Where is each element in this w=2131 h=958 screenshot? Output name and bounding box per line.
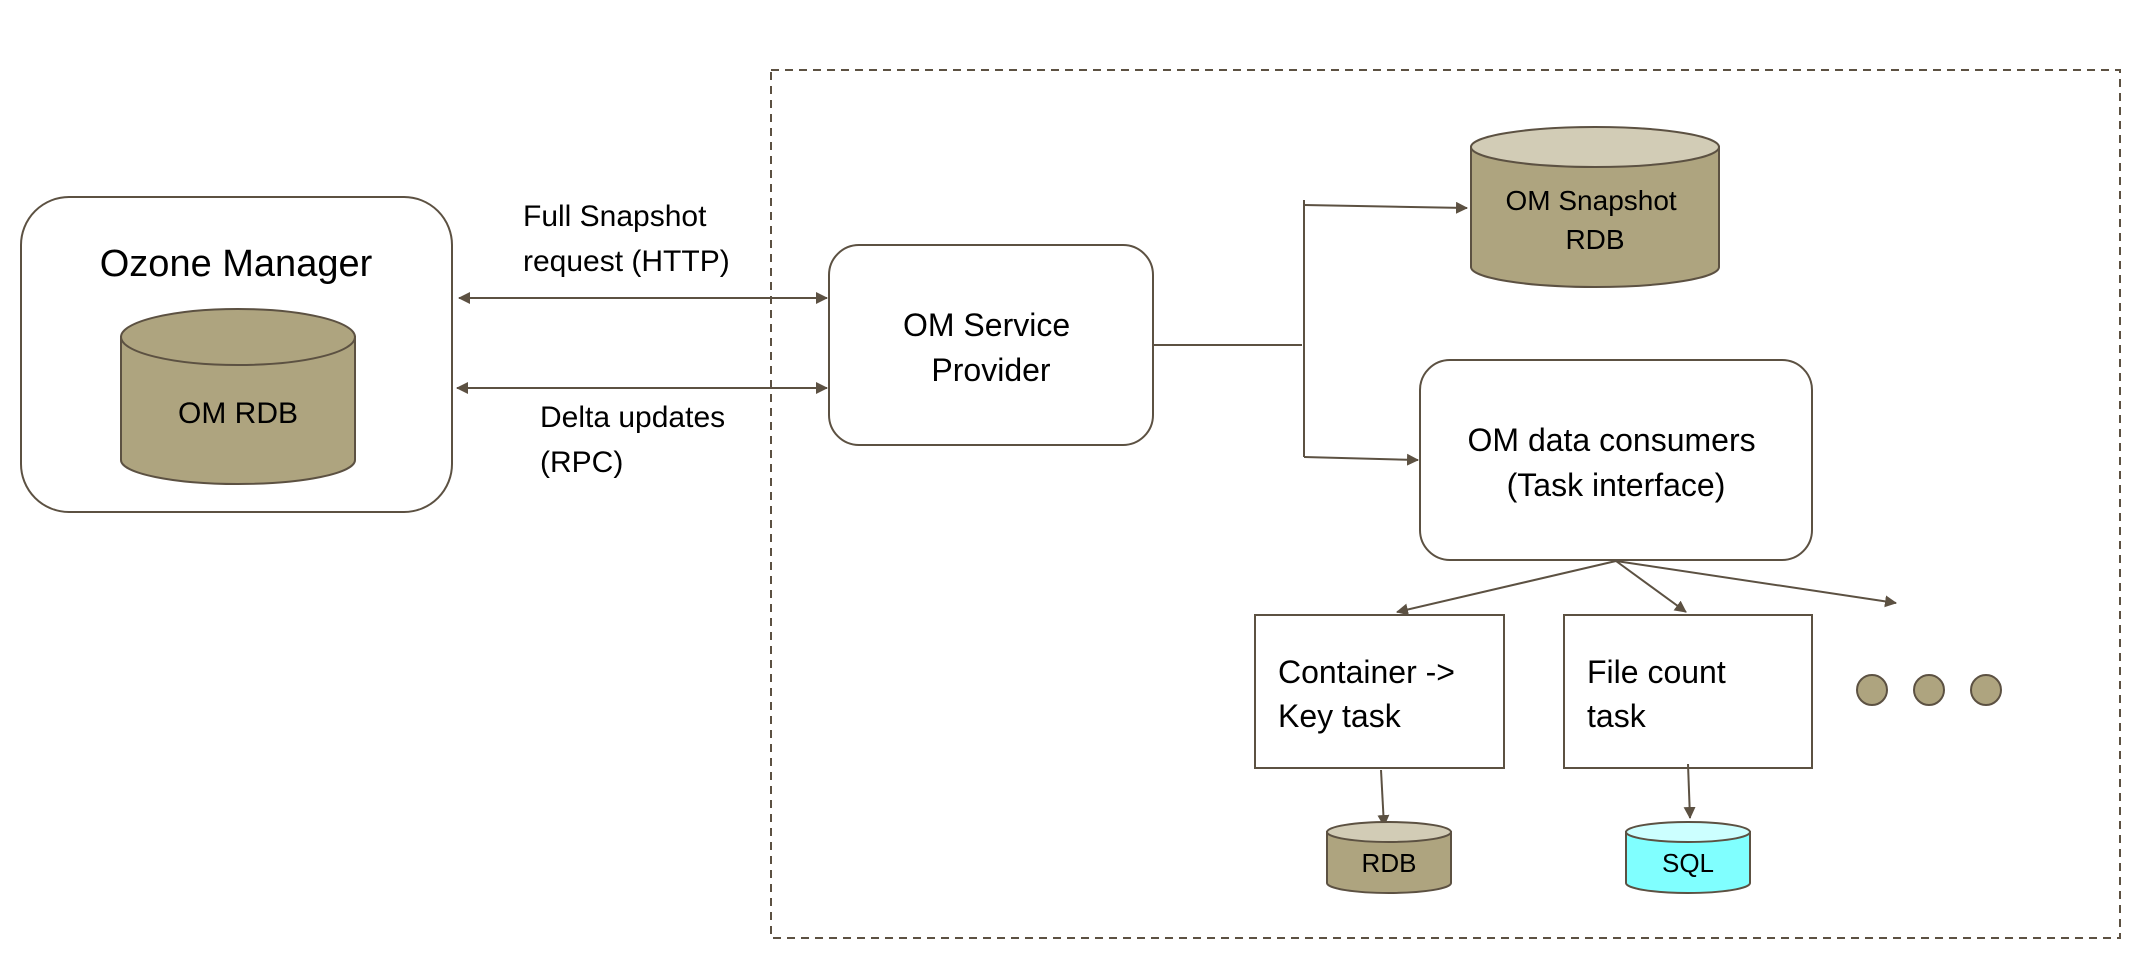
om-rdb-label: OM RDB [178,397,298,430]
om-snapshot-rdb-label-line: RDB [1565,224,1624,255]
full-snapshot-label: Full Snapshot request (HTTP) [523,200,730,278]
delta-updates-label-line: (RPC) [540,446,623,479]
delta-updates-label-line: Delta updates [540,401,725,434]
rdb-store-label: RDB [1362,848,1417,878]
full-snapshot-label-line: Full Snapshot [523,200,707,233]
rdb-db-icon: RDB [1326,821,1452,894]
recon-boundary [770,69,2121,939]
om-snapshot-rdb-label: OM Snapshot RDB [1506,185,1685,255]
full-snapshot-link: Full Snapshot request (HTTP) [458,200,828,304]
delta-updates-label: Delta updates (RPC) [540,401,733,479]
om-data-consumers-label-line: (Task interface) [1507,467,1726,503]
container-key-task-label-line: Container -> [1278,654,1455,690]
sql-db-icon: SQL [1625,821,1751,894]
file-count-task-label-line: task [1587,698,1647,734]
ellipsis-dots-icon [1856,674,2002,706]
ozone-manager-node: Ozone Manager OM RDB [20,196,453,513]
om-service-provider-label-line: OM Service [903,307,1070,343]
file-count-task-label-line: File count [1587,654,1726,690]
om-data-consumers-label-line: OM data consumers [1468,422,1756,458]
provider-fanout-connector [1153,200,1468,466]
om-snapshot-rdb-db-icon: OM Snapshot RDB [1470,126,1720,288]
om-rdb-db-icon: OM RDB [120,308,356,485]
om-data-consumers-label: OM data consumers (Task interface) [1468,422,1765,503]
container-key-task-label-line: Key task [1278,698,1402,734]
container-task-to-rdb-arrow [1377,769,1390,827]
consumer-branch-arrows [1396,560,1897,616]
om-service-provider-label-line: Provider [931,352,1051,388]
om-data-consumers-node: OM data consumers (Task interface) [1419,359,1813,561]
sql-store-label: SQL [1662,848,1714,878]
ozone-manager-title: Ozone Manager [100,243,373,285]
om-service-provider-label: OM Service Provider [903,307,1079,388]
container-key-task-label: Container -> Key task [1278,654,1464,734]
om-snapshot-rdb-label-line: OM Snapshot [1506,185,1677,216]
delta-updates-link: Delta updates (RPC) [456,382,828,479]
full-snapshot-label-line: request (HTTP) [523,245,730,278]
om-service-provider-node: OM Service Provider [828,244,1154,446]
container-key-task-node: Container -> Key task [1254,614,1505,769]
file-count-task-to-sql-arrow [1683,763,1696,819]
file-count-task-node: File count task [1563,614,1813,769]
file-count-task-label: File count task [1587,654,1735,734]
